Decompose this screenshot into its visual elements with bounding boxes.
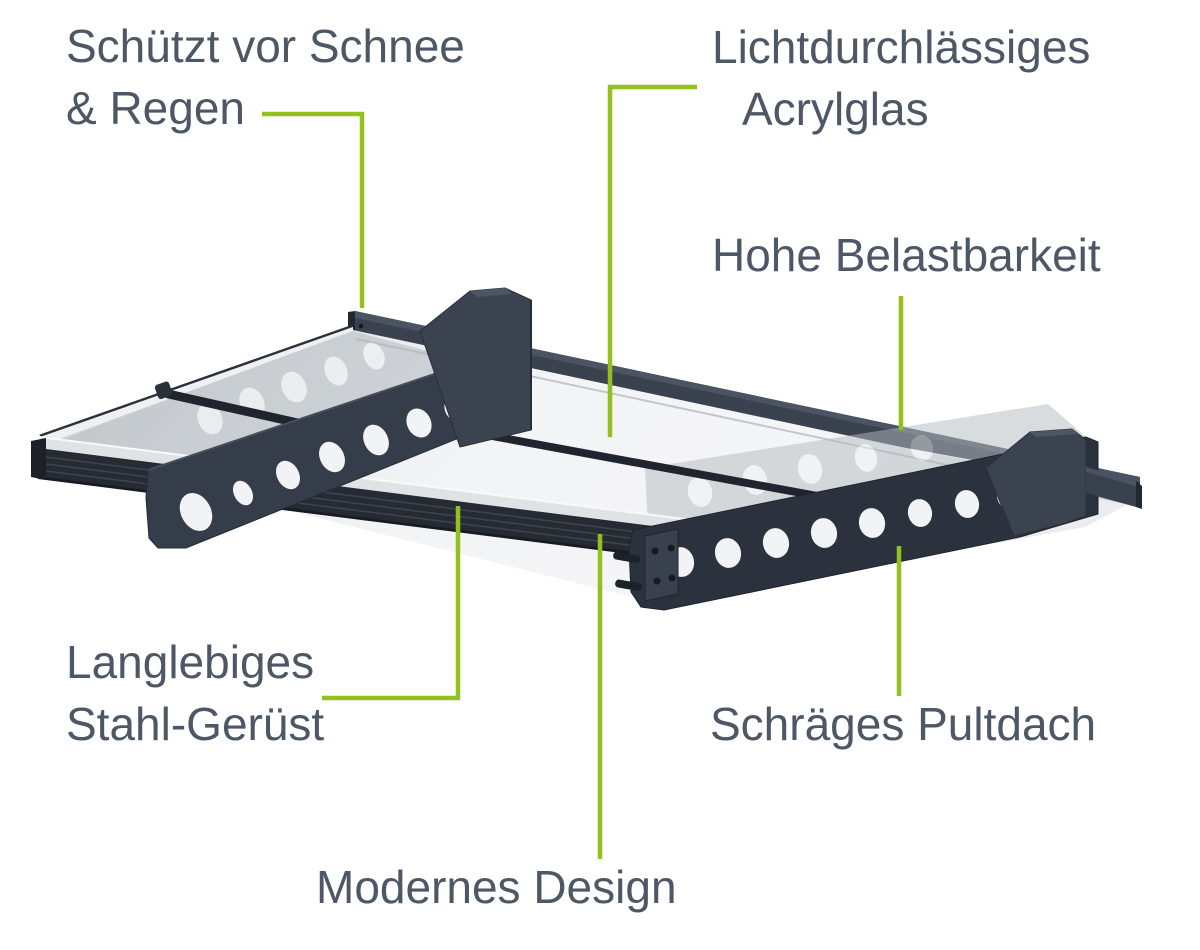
label-snow-rain: Schützt vor Schnee & Regen [66,15,465,139]
label-pent-roof: Schräges Pultdach [710,693,1096,755]
label-acrylic: Lichtdurchlässiges Acrylglas [712,16,1090,140]
label-steel-frame: Langlebiges Stahl-Gerüst [66,631,324,755]
callout-line-steel [322,506,461,701]
bolt-stud [615,579,643,592]
label-pent-text: Schräges Pultdach [710,698,1097,750]
label-design-text: Modernes Design [316,861,677,913]
label-steel-line1: Langlebiges [66,636,315,688]
label-snow-rain-line1: Schützt vor Schnee [66,20,465,72]
front-mount-bracket [644,528,679,602]
left-support-arm [145,351,532,549]
callout-line-acrylic [607,84,697,437]
glass-left-edge [39,324,354,447]
label-acrylic-line1: Lichtdurchlässiges [712,21,1091,73]
wall-rail-end [1086,467,1142,509]
label-load-text: Hohe Belastbarkeit [712,229,1101,281]
cross-strut [470,428,850,506]
bolt-stud [613,551,641,564]
label-load: Hohe Belastbarkeit [712,224,1101,286]
label-snow-rain-line2: & Regen [66,82,246,134]
label-steel-line2: Stahl-Gerüst [66,698,325,750]
left-wall-plate [419,287,532,448]
callout-line-snow-rain [262,111,365,308]
label-acrylic-line2: Acrylglas [742,83,929,135]
left-rim-strut [154,381,318,432]
label-modern-design: Modernes Design [316,856,677,918]
bolt-heads [651,544,676,585]
